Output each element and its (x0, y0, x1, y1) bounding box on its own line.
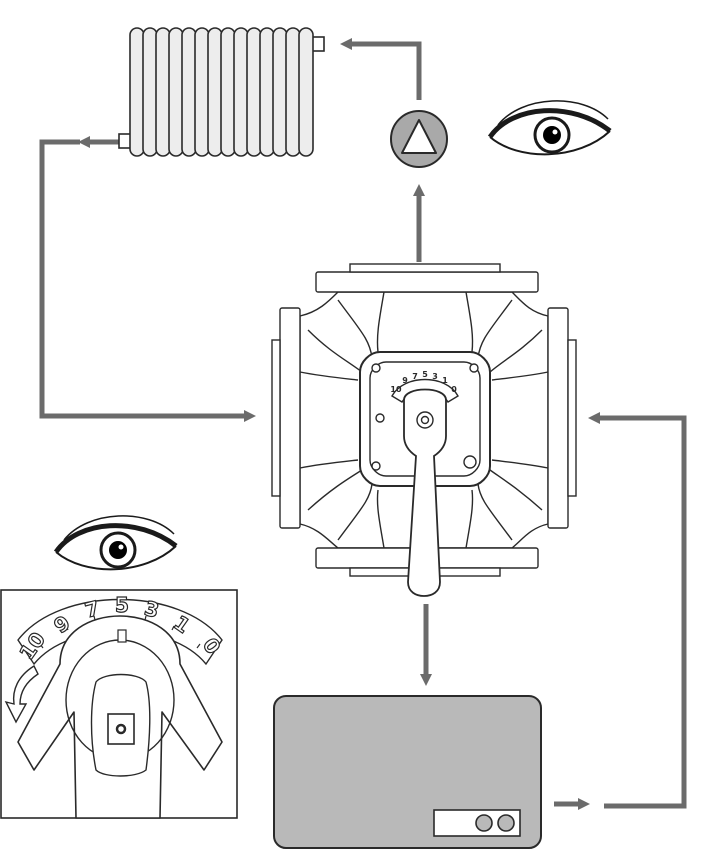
radiator-icon (118, 27, 325, 157)
eye-lash-upper (487, 108, 612, 139)
radiator-fin (298, 27, 314, 157)
valve-flange-top (315, 271, 539, 293)
radiator-fin (142, 27, 158, 157)
radiator-fin (220, 27, 236, 157)
valve-handle[interactable] (403, 388, 447, 597)
radiator-fin (207, 27, 223, 157)
valve-body-ribs (299, 291, 549, 549)
eye-crease (63, 515, 175, 541)
eye-lid-lower (489, 130, 611, 156)
radiator-fin (259, 27, 275, 157)
radiator-fin (246, 27, 262, 157)
valve-screw (371, 363, 381, 373)
radiator-fin (194, 27, 210, 157)
eye-lash-upper (53, 523, 178, 554)
valve-scale-label: 3 (432, 372, 438, 381)
radiator-fin (155, 27, 171, 157)
eye-icon (487, 100, 612, 156)
eye-highlight (118, 544, 124, 550)
pipe-pump-to-radiator (340, 38, 422, 100)
eye-lid-lower (55, 545, 177, 571)
boiler-indicator-light (475, 814, 493, 832)
valve-handle-scale: 0 1 3 5 7 9 10 (390, 370, 457, 394)
rotate-arrow-icon (4, 664, 39, 724)
inset-pointer (117, 629, 127, 643)
valve-flange-top-face (349, 263, 501, 273)
valve-screw (375, 413, 385, 423)
inset-knob-pin (115, 723, 127, 735)
pump-icon (390, 110, 448, 168)
valve-flange-right-face (567, 339, 577, 497)
inset-scale-ticks (39, 615, 201, 649)
dial-detail-inset (0, 589, 238, 819)
boiler-icon (273, 695, 542, 849)
flow-pipes (39, 38, 687, 810)
inset-dial-label: 7 (82, 596, 102, 623)
radiator-fin (168, 27, 184, 157)
pipe-radiator-to-valve (39, 139, 256, 422)
pipe-boiler-to-valve (588, 412, 687, 809)
valve-flange-left-face (271, 339, 281, 497)
valve-scale-label: 9 (402, 376, 408, 385)
valve-screw (371, 461, 381, 471)
valve-scale-label: 1 (442, 376, 448, 385)
radiator-fin (181, 27, 197, 157)
inset-dial-label: 3 (142, 596, 162, 623)
eye-highlight (552, 129, 558, 135)
valve-scale-label: 10 (390, 385, 402, 394)
radiator-fin (233, 27, 249, 157)
valve-handle-pivot-inner (420, 415, 430, 425)
inset-knob-square (107, 713, 135, 745)
eye-crease (497, 100, 609, 126)
eye-pupil (543, 126, 561, 144)
radiator-fin (129, 27, 145, 157)
radiator-fin (272, 27, 288, 157)
inset-dial-label: 5 (115, 593, 129, 617)
valve-flange-right (547, 307, 569, 529)
valve-screw (463, 455, 477, 469)
eye-pupil (109, 541, 127, 559)
valve-flange-left (279, 307, 301, 529)
valve-scale-label: 5 (422, 370, 428, 379)
four-way-valve-icon (271, 263, 577, 597)
valve-scale-label: 7 (412, 372, 418, 381)
valve-scale-label: 0 (451, 385, 457, 394)
eye-icon (53, 515, 178, 571)
radiator-fin (285, 27, 301, 157)
pump-triangle (401, 119, 437, 154)
boiler-indicator-light (497, 814, 515, 832)
valve-screw (469, 363, 479, 373)
